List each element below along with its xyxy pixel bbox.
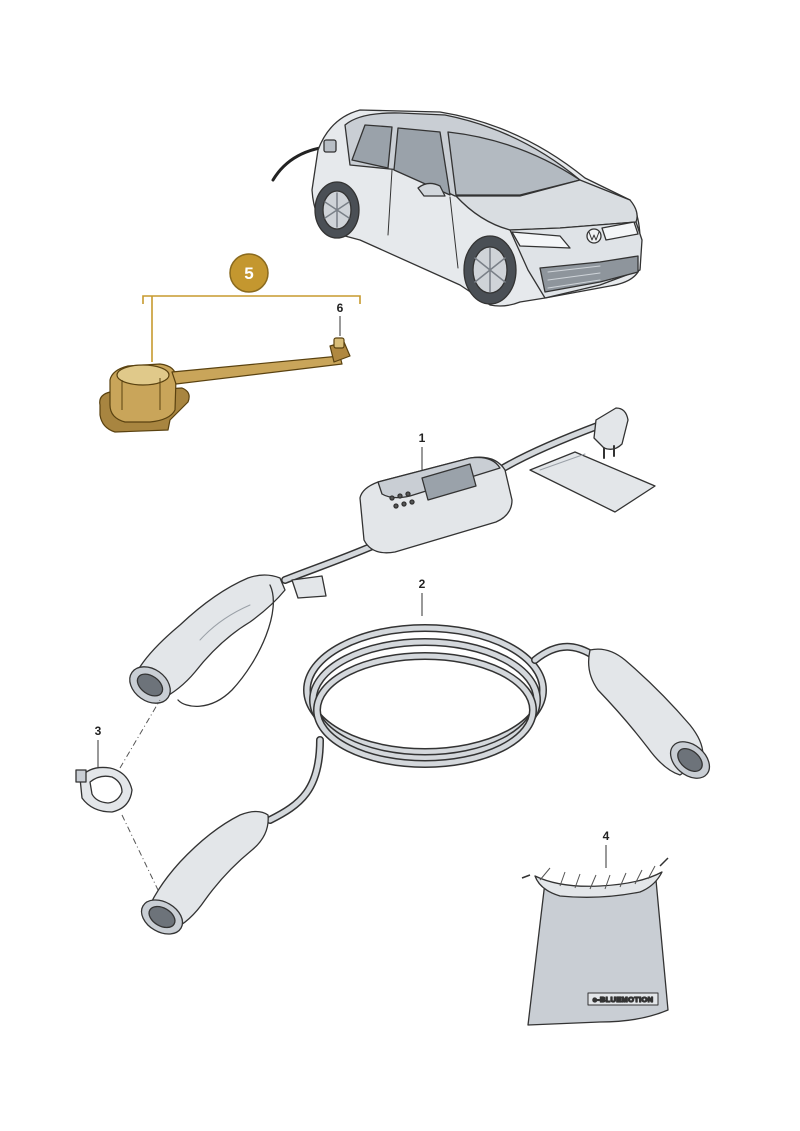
callout-1: 1	[419, 431, 426, 445]
group-badge[interactable]	[229, 253, 269, 293]
group-5-holder[interactable]: 5 6	[99, 253, 361, 433]
charging-cable-part-1[interactable]	[123, 407, 656, 711]
callout-2: 2	[419, 577, 426, 591]
bag-label-text: e-BLUEMOTION	[593, 995, 654, 1004]
assembly-line-lower	[121, 814, 159, 891]
callout-4: 4	[603, 829, 610, 843]
callout-6: 6	[337, 301, 344, 315]
callout-3: 3	[95, 724, 102, 738]
clip-part-3[interactable]	[75, 766, 133, 813]
charging-cable-part-2[interactable]	[135, 624, 716, 941]
cable-holder-part	[99, 337, 351, 433]
bag-label-patch	[587, 992, 659, 1006]
group-badge-number: 5	[244, 264, 253, 283]
group-bracket	[142, 295, 361, 362]
assembly-line-upper	[119, 699, 161, 769]
storage-bag-part-4[interactable]: e-BLUEMOTION	[521, 857, 669, 1026]
car-illustration	[271, 109, 643, 307]
